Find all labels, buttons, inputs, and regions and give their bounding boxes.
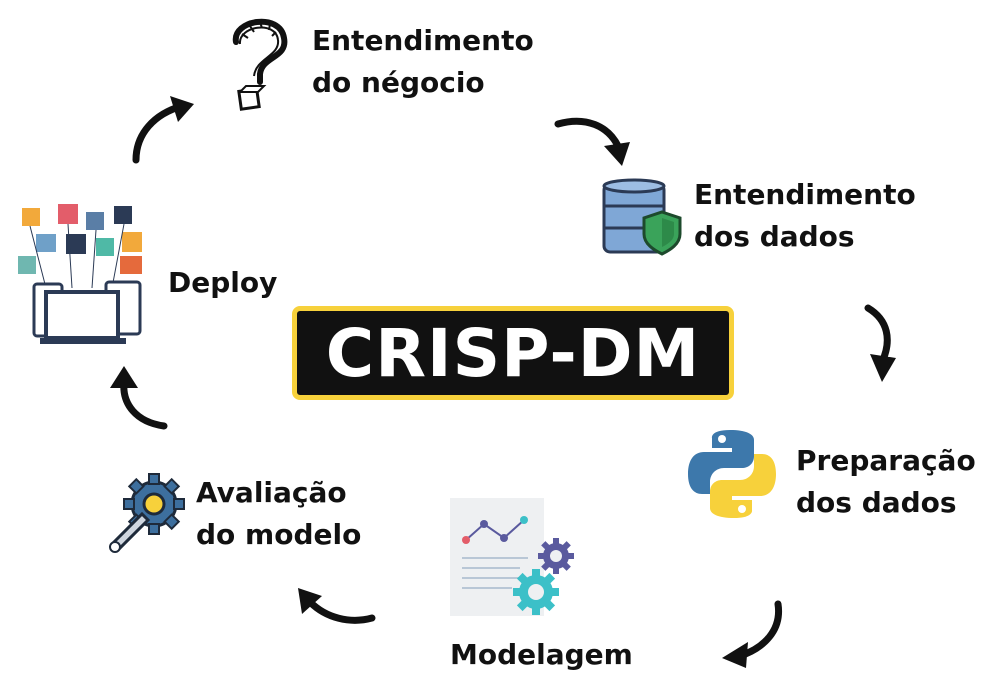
stage-label-line1: Deploy — [168, 266, 278, 299]
python-logo-icon — [688, 430, 776, 518]
stage-label-line1: Entendimento — [694, 178, 916, 211]
gear-wrench-icon — [109, 473, 185, 553]
stage-data-understanding: Entendimento dos dados — [694, 174, 916, 258]
stage-deployment: Deploy — [168, 262, 277, 304]
cycle-arrow-preparation-to-modeling — [722, 600, 783, 668]
database-shield-icon — [602, 178, 682, 256]
stage-data-preparation: Preparação dos dados — [796, 440, 976, 524]
stage-modeling: Modelagem — [450, 634, 633, 676]
stage-label-line1: Modelagem — [450, 638, 633, 671]
cycle-arrow-data-to-preparation — [864, 304, 896, 382]
stage-label-line1: Avaliação — [196, 476, 347, 509]
devices-apps-icon — [18, 204, 142, 344]
cycle-arrow-business-to-data — [554, 117, 630, 166]
question-mark-icon — [232, 18, 288, 111]
stage-label-line2: dos dados — [694, 220, 855, 253]
stage-label-line1: Preparação — [796, 444, 976, 477]
title-box: CRISP-DM — [292, 306, 734, 400]
chart-document-icon — [450, 498, 574, 616]
stage-label-line2: dos dados — [796, 486, 957, 519]
stage-label-line2: do négocio — [312, 66, 485, 99]
cycle-arrow-deploy-to-business — [132, 96, 194, 164]
stage-business-understanding: Entendimento do négocio — [312, 20, 534, 104]
stage-label-line2: do modelo — [196, 518, 362, 551]
stage-evaluation: Avaliação do modelo — [196, 472, 361, 556]
diagram-title: CRISP-DM — [325, 314, 701, 392]
stage-label-line1: Entendimento — [312, 24, 534, 57]
cycle-arrow-modeling-to-evaluation — [298, 588, 376, 624]
cycle-arrow-evaluation-to-deploy — [110, 366, 168, 430]
